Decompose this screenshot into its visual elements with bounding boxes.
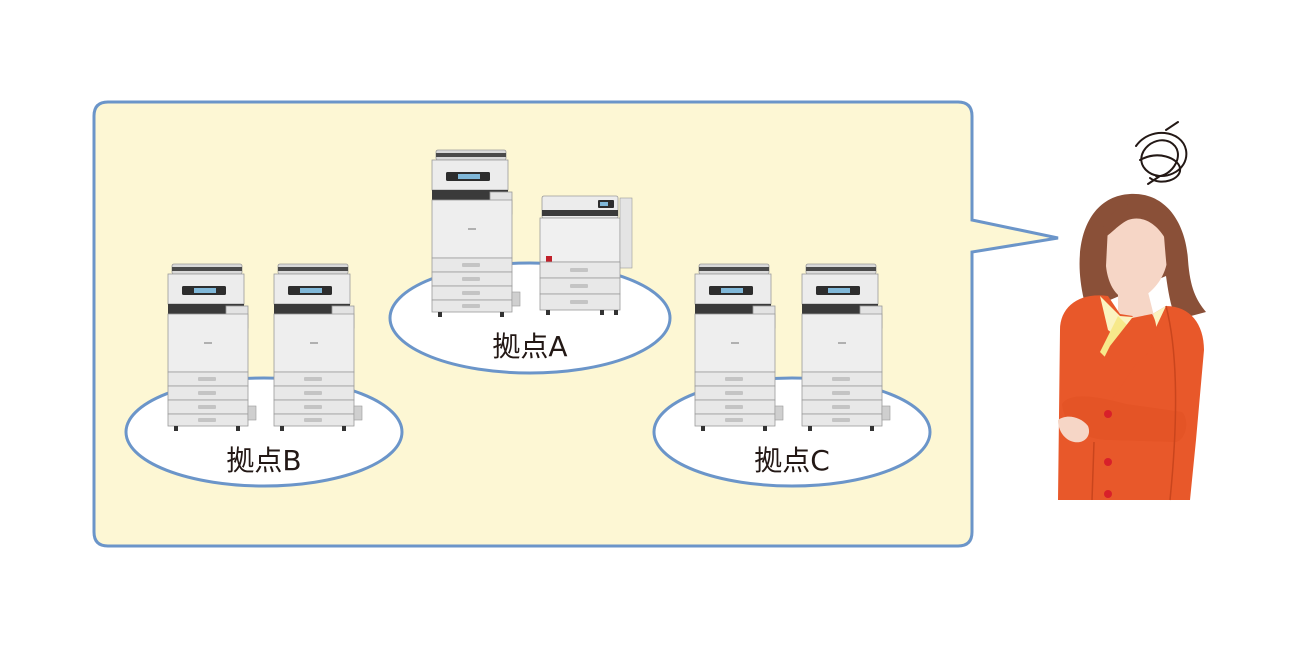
site-a-printer	[539, 195, 633, 316]
site-b-copier-1	[167, 263, 257, 432]
site-b-copier-2	[273, 263, 363, 432]
site-c-label: 拠点C	[754, 444, 830, 477]
site-c-copier-1	[694, 263, 784, 432]
jacket-button	[1104, 458, 1112, 466]
site-a-label: 拠点A	[492, 330, 567, 363]
woman-thinking-figure	[1058, 193, 1206, 501]
site-a-copier	[431, 149, 521, 318]
scribble-confusion-icon	[1135, 121, 1188, 185]
jacket-button	[1104, 490, 1112, 498]
jacket-button	[1104, 410, 1112, 418]
site-b-label: 拠点B	[226, 444, 301, 477]
site-c-copier-2	[801, 263, 891, 432]
